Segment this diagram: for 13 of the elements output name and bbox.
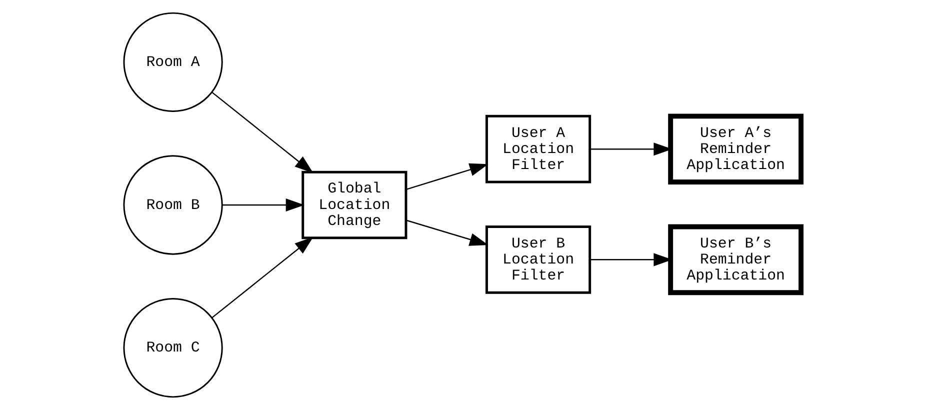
node-circle: Room A: [123, 12, 223, 112]
node-box: User A’s Reminder Application: [668, 114, 804, 184]
arrow: [212, 236, 314, 318]
arrow: [406, 220, 488, 246]
node-box: Global Location Change: [302, 170, 408, 240]
node-circle: Room C: [123, 298, 223, 398]
node-circle: Room B: [123, 155, 223, 255]
arrow: [222, 198, 304, 212]
arrow: [406, 163, 488, 190]
node-box: User A Location Filter: [485, 114, 592, 184]
node-box: User B’s Reminder Application: [668, 224, 804, 296]
node-box: User B Location Filter: [485, 226, 592, 294]
arrow: [212, 92, 314, 174]
